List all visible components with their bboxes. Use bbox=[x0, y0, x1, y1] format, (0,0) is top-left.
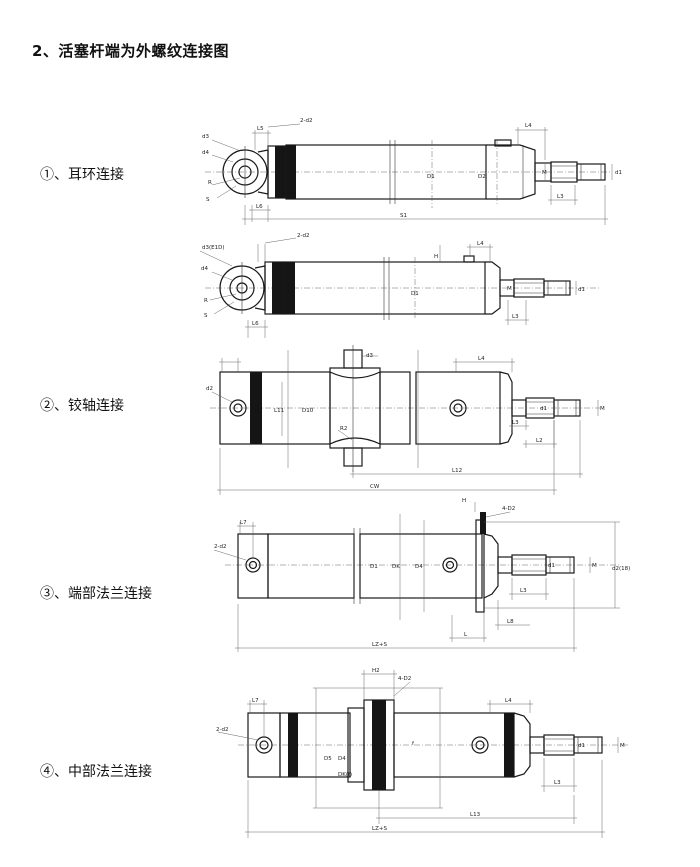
dim-l11: L11 bbox=[274, 408, 284, 414]
dim-l13: L13 bbox=[470, 812, 481, 818]
dim-d2: D2 bbox=[478, 174, 486, 180]
cylinder-trunnion: d2 d3 L11 D10 R2 L4 L3 L2 d1 M L12 CW bbox=[206, 345, 605, 495]
dim-h2: H2 bbox=[372, 668, 380, 674]
dim-d2-trunnion: d2 bbox=[206, 386, 213, 392]
dim-d1-b: D1 bbox=[411, 291, 419, 297]
cylinder-end-flange: L7 2-d2 D1 DK D4 4-D2 H d2(18) L3 L8 L L… bbox=[213, 498, 630, 652]
section-label-mid-flange: ④、中部法兰连接 bbox=[40, 764, 152, 780]
dim-lz-endflange: LZ+S bbox=[372, 642, 387, 648]
dim-d3: d3 bbox=[202, 134, 209, 140]
dim-h-b: H bbox=[434, 254, 438, 260]
dim-l4-midflange: L4 bbox=[505, 698, 512, 704]
dim-l2-trunnion: L2 bbox=[536, 438, 543, 444]
dim-d1-rod: d1 bbox=[615, 170, 622, 176]
dim-lz-midflange: LZ+S bbox=[372, 826, 387, 832]
dim-l5: L5 bbox=[257, 126, 264, 132]
dim-s-b: S bbox=[204, 313, 208, 319]
dim-d1-rod-endflange: d1 bbox=[548, 563, 555, 569]
cylinder-mid-flange: L7 2-d2 H2 4-D2 D5 D4 DK(f) f L4 L3 d1 M… bbox=[216, 668, 628, 838]
dim-r-b: R bbox=[204, 298, 208, 304]
dim-d1-rod-b: d1 bbox=[578, 287, 585, 293]
dim-2-d2-midflange: 2-d2 bbox=[216, 727, 228, 733]
dim-d1-endflange: D1 bbox=[370, 564, 378, 570]
dim-dk-f: DK(f) bbox=[338, 772, 352, 778]
dim-d10: D10 bbox=[302, 408, 314, 414]
section-label-ear-ring: ①、耳环连接 bbox=[40, 167, 124, 183]
dim-r: R bbox=[208, 180, 212, 186]
section-label-end-flange: ③、端部法兰连接 bbox=[40, 586, 152, 602]
cylinder-ear-ring-a: L5 2-d2 d3 d4 R S D1 D2 L4 L3 M d1 L6 S1 bbox=[202, 118, 622, 225]
dim-d4-b: d4 bbox=[201, 266, 208, 272]
dim-f: f bbox=[412, 741, 415, 747]
dim-l12: L12 bbox=[452, 468, 462, 474]
section-label-trunnion: ②、铰轴连接 bbox=[40, 398, 124, 414]
dim-s1: S1 bbox=[400, 213, 407, 219]
dim-2-d2-b: 2-d2 bbox=[297, 233, 309, 239]
dim-l3: L3 bbox=[557, 194, 564, 200]
dim-m: M bbox=[542, 170, 547, 176]
dim-d1-rod-midflange: d1 bbox=[578, 743, 585, 749]
dim-4-d-midflange: 4-D2 bbox=[398, 676, 411, 682]
dim-l6-b: L6 bbox=[252, 321, 259, 327]
dim-2-d2: 2-d2 bbox=[300, 118, 312, 124]
dim-d1-trunnion: d1 bbox=[540, 406, 547, 412]
dim-d1: D1 bbox=[427, 174, 435, 180]
dim-dk-endflange: DK bbox=[392, 564, 400, 570]
dim-h-endflange: H bbox=[462, 498, 466, 504]
dim-l7-endflange: L7 bbox=[240, 520, 247, 526]
cylinder-ear-ring-b: d3(E1D) 2-d2 d4 R S D1 H L4 L3 M d1 L6 bbox=[199, 233, 600, 338]
page-title: 2、活塞杆端为外螺纹连接图 bbox=[32, 42, 229, 60]
dim-d4-midflange: D4 bbox=[338, 756, 346, 762]
dim-d4: d4 bbox=[202, 150, 209, 156]
dim-l3-trunnion: L3 bbox=[512, 420, 519, 426]
dim-l-endflange: L bbox=[464, 632, 468, 638]
dim-4-d: 4-D2 bbox=[502, 506, 515, 512]
dim-2-d2-endflange: 2-d2 bbox=[214, 544, 226, 550]
dim-d5: D5 bbox=[324, 756, 332, 762]
dim-r2: R2 bbox=[340, 426, 347, 432]
dim-l3-b: L3 bbox=[512, 314, 519, 320]
dim-d4-endflange: D4 bbox=[415, 564, 423, 570]
dim-m-midflange: M bbox=[620, 743, 625, 749]
dim-l3-endflange: L3 bbox=[520, 588, 527, 594]
dim-m-trunnion: M bbox=[600, 406, 605, 412]
dim-l4: L4 bbox=[525, 123, 532, 129]
dim-l7-midflange: L7 bbox=[252, 698, 259, 704]
dim-l4-trunnion: L4 bbox=[478, 356, 485, 362]
dim-m-endflange: M bbox=[592, 563, 597, 569]
dim-l4-b: L4 bbox=[477, 241, 484, 247]
dim-l3-midflange: L3 bbox=[554, 780, 561, 786]
dim-cw: CW bbox=[370, 484, 380, 490]
dim-d2-18: d2(18) bbox=[612, 566, 630, 572]
dim-d3-e1d: d3(E1D) bbox=[202, 245, 225, 251]
dim-l8: L8 bbox=[507, 619, 514, 625]
dim-m-b: M bbox=[507, 286, 512, 292]
dim-s: S bbox=[206, 197, 210, 203]
dim-l6: L6 bbox=[256, 204, 263, 210]
